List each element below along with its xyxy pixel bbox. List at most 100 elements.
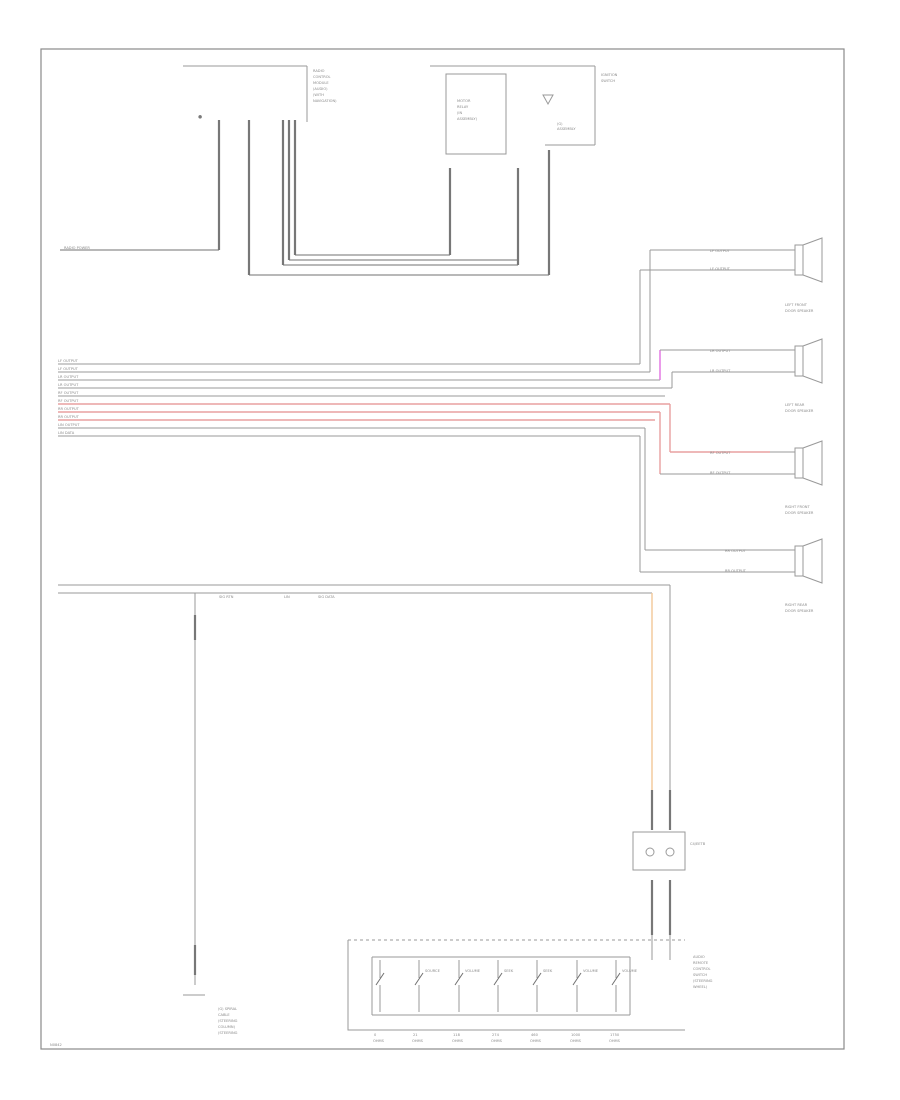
svg-text:COLUMN): COLUMN) xyxy=(218,1025,236,1029)
svg-text:LIN DATA: LIN DATA xyxy=(58,431,75,435)
switch-resistor-unit-2: OHMS xyxy=(412,1039,424,1043)
svg-text:RF OUTPUT: RF OUTPUT xyxy=(58,391,79,395)
switch-resistor-unit-5: OHMS xyxy=(530,1039,542,1043)
switch-resistor-2: 21 xyxy=(413,1033,418,1037)
speaker-bus xyxy=(58,249,770,573)
svg-text:LEFT REAR: LEFT REAR xyxy=(785,403,805,407)
svg-text:LF OUTPUT: LF OUTPUT xyxy=(710,267,731,271)
svg-text:(G): (G) xyxy=(557,122,563,126)
speaker-right-rear: RR OUTPUT RR OUTPUT RIGHT REAR DOOR SPEA… xyxy=(725,538,823,613)
svg-text:SWITCH: SWITCH xyxy=(693,973,707,977)
steering-connector: C4/EETB AUDIO REMOTE CONTROL SWITCH (STE… xyxy=(632,790,713,989)
motor-relay-line-1: MOTOR xyxy=(457,99,471,103)
switch-label-7: VOLUME xyxy=(622,969,638,973)
svg-text:DOOR SPEAKER: DOOR SPEAKER xyxy=(785,309,814,313)
svg-text:DOOR SPEAKER: DOOR SPEAKER xyxy=(785,409,814,413)
svg-text:RR OUTPUT: RR OUTPUT xyxy=(58,407,80,411)
svg-text:WHEEL): WHEEL) xyxy=(693,985,708,989)
switch-label-2: SOURCE xyxy=(425,969,441,973)
switch-resistor-1: 0 xyxy=(374,1033,377,1037)
svg-text:LIN OUTPUT: LIN OUTPUT xyxy=(58,423,80,427)
speaker-icon xyxy=(802,440,823,486)
svg-text:LR OUTPUT: LR OUTPUT xyxy=(710,349,731,353)
svg-text:●: ● xyxy=(198,115,202,120)
svg-text:SIG RTN: SIG RTN xyxy=(219,595,234,599)
svg-text:(STEERING: (STEERING xyxy=(218,1031,238,1035)
switch-resistor-unit-4: OHMS xyxy=(491,1039,503,1043)
svg-text:ASSEMBLY: ASSEMBLY xyxy=(557,127,576,131)
switch-resistor-7: 1750 xyxy=(610,1033,620,1037)
svg-text:LF OUTPUT: LF OUTPUT xyxy=(58,367,79,371)
bottom-bus: SIG RTN LIN SIG DATA (G) SPIRAL CABLE (S… xyxy=(58,584,671,1035)
switch-contact-6 xyxy=(572,972,582,986)
svg-text:RELAY: RELAY xyxy=(457,105,469,109)
svg-text:LF OUTPUT: LF OUTPUT xyxy=(58,359,79,363)
switch-resistor-5: 460 xyxy=(531,1033,539,1037)
svg-text:ASSEMBLY): ASSEMBLY) xyxy=(457,117,478,121)
svg-text:C4/EETB: C4/EETB xyxy=(690,842,706,846)
svg-text:LF OUTPUT: LF OUTPUT xyxy=(710,249,731,253)
switch-resistor-unit-6: OHMS xyxy=(570,1039,582,1043)
speaker-icon xyxy=(802,538,823,584)
switch-contact-2 xyxy=(414,972,424,986)
speaker-right-front: RF OUTPUT RF OUTPUT RIGHT FRONT DOOR SPE… xyxy=(710,440,823,515)
svg-text:LR OUTPUT: LR OUTPUT xyxy=(58,383,79,387)
diagram-frame xyxy=(40,48,845,1050)
switch-label-4: SEEK xyxy=(504,969,514,973)
switch-resistor-3: 118 xyxy=(453,1033,461,1037)
svg-text:RR OUTPUT: RR OUTPUT xyxy=(725,569,747,573)
svg-text:DOOR SPEAKER: DOOR SPEAKER xyxy=(785,609,814,613)
switch-resistor-unit-7: OHMS xyxy=(609,1039,621,1043)
switch-label-5: SEEK xyxy=(543,969,553,973)
input-label-radio-power: RADIO POWER xyxy=(64,246,90,250)
speaker-icon xyxy=(802,237,823,283)
motor-relay-module xyxy=(445,73,507,155)
top-harness: ● MOTOR RELAY (IN ASSEMBLY) (G) ASSEMBLY… xyxy=(60,65,618,276)
switch-label-6: VOLUME xyxy=(583,969,599,973)
svg-text:RF OUTPUT: RF OUTPUT xyxy=(710,451,731,455)
switch-resistor-4: 274 xyxy=(492,1033,500,1037)
svg-text:(G) SPIRAL: (G) SPIRAL xyxy=(218,1007,237,1011)
switch-resistor-unit-3: OHMS xyxy=(452,1039,464,1043)
switch-contact-1 xyxy=(375,972,385,986)
ground-triangle-icon xyxy=(542,94,554,106)
svg-text:CONTROL: CONTROL xyxy=(693,967,711,971)
connector-box xyxy=(632,831,686,871)
svg-text:SIG DATA: SIG DATA xyxy=(318,595,335,599)
switch-contact-5 xyxy=(532,972,542,986)
svg-text:MODULE: MODULE xyxy=(313,81,329,85)
switch-contact-4 xyxy=(493,972,503,986)
svg-text:RR OUTPUT: RR OUTPUT xyxy=(58,415,80,419)
svg-text:RF OUTPUT: RF OUTPUT xyxy=(58,399,79,403)
speaker-icon xyxy=(802,338,823,384)
svg-text:RR OUTPUT: RR OUTPUT xyxy=(725,549,747,553)
speaker-left-rear: LR OUTPUT LR OUTPUT LEFT REAR DOOR SPEAK… xyxy=(710,338,823,413)
svg-text:RF OUTPUT: RF OUTPUT xyxy=(710,471,731,475)
svg-text:CONTROL: CONTROL xyxy=(313,75,331,79)
svg-text:LEFT FRONT: LEFT FRONT xyxy=(785,303,808,307)
svg-text:LIN: LIN xyxy=(284,595,290,599)
svg-text:RIGHT FRONT: RIGHT FRONT xyxy=(785,505,810,509)
switch-contact-3 xyxy=(454,972,464,986)
radio-module-label: RADIO CONTROL MODULE (AUDIO) (WITH NAVIG… xyxy=(313,69,337,103)
footer-code: N0842 xyxy=(50,1043,62,1047)
svg-text:NAVIGATION): NAVIGATION) xyxy=(313,99,337,103)
svg-text:SWITCH: SWITCH xyxy=(601,79,615,83)
switch-resistor-6: 1000 xyxy=(571,1033,581,1037)
left-input-labels: RADIO POWER LF OUTPUT LF OUTPUT LR OUTPU… xyxy=(58,246,90,435)
svg-text:(IN: (IN xyxy=(457,111,462,115)
svg-text:RADIO: RADIO xyxy=(313,69,325,73)
svg-text:(STEERING: (STEERING xyxy=(693,979,713,983)
ignition-switch-label-1: IGNITION xyxy=(601,73,618,77)
svg-text:REMOTE: REMOTE xyxy=(693,961,709,965)
switch-label-3: VOLUME xyxy=(465,969,481,973)
svg-text:LR OUTPUT: LR OUTPUT xyxy=(58,375,79,379)
switch-resistor-unit-1: OHMS xyxy=(373,1039,385,1043)
svg-text:(AUDIO): (AUDIO) xyxy=(313,87,328,91)
svg-text:CABLE: CABLE xyxy=(218,1013,230,1017)
speaker-left-front: LF OUTPUT LF OUTPUT LEFT FRONT DOOR SPEA… xyxy=(710,237,823,313)
svg-text:(WITH: (WITH xyxy=(313,93,324,97)
